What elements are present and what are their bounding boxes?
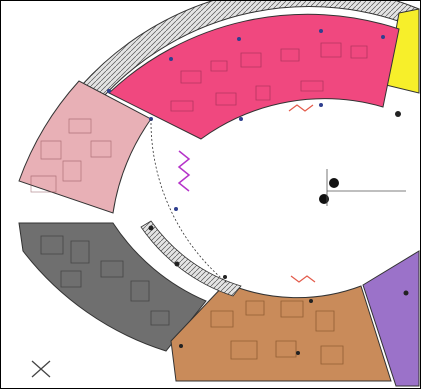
stair-symbol-purple xyxy=(177,150,191,192)
outline-markers xyxy=(107,29,385,211)
inner-ring-outline xyxy=(150,118,228,284)
zone-brown[interactable] xyxy=(170,282,392,382)
zone-dark-gray[interactable] xyxy=(18,222,207,352)
node-points xyxy=(148,111,409,355)
center-markers xyxy=(319,169,406,206)
stair-symbol-red xyxy=(288,104,316,283)
pink-room-lines xyxy=(30,118,112,193)
brown-room-lines xyxy=(210,300,344,365)
magenta-room-lines xyxy=(170,42,368,112)
inner-corridor xyxy=(140,220,242,297)
zone-purple[interactable] xyxy=(362,250,420,387)
zone-magenta[interactable] xyxy=(108,13,400,140)
gray-room-lines xyxy=(40,235,170,326)
close-icon[interactable] xyxy=(29,357,53,381)
